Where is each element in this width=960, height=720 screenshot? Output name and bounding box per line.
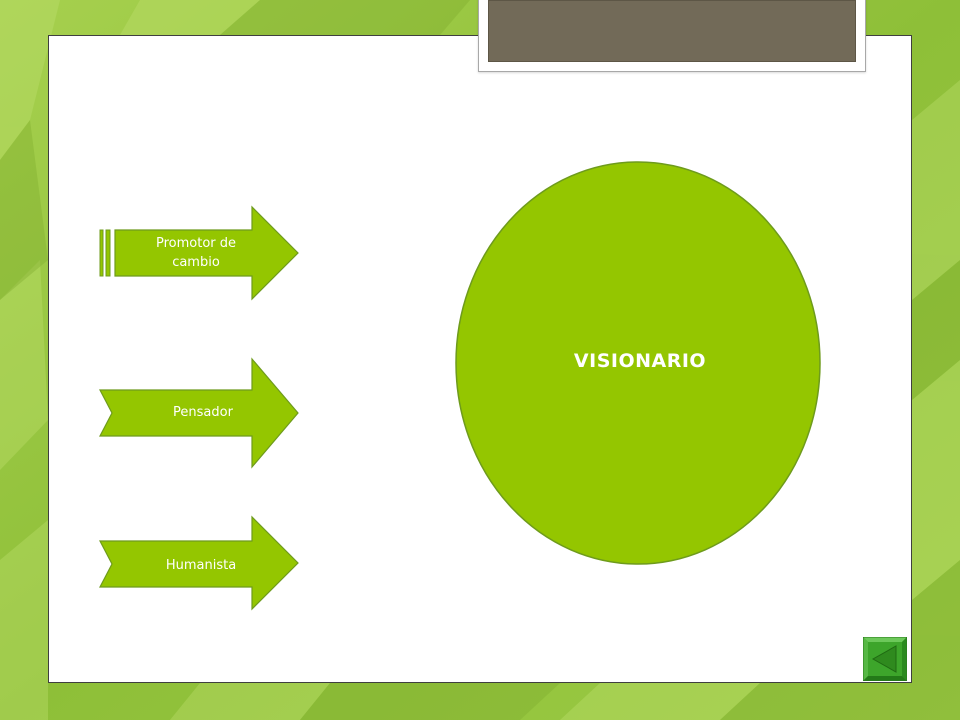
center-label: VISIONARIO <box>573 350 707 372</box>
arrow-tail-stripe <box>99 229 104 277</box>
arrow-humanista <box>99 515 299 611</box>
title-placeholder <box>488 0 856 62</box>
arrow-tail-stripe <box>105 229 111 277</box>
arrow-promotor-de-cambio <box>99 205 299 301</box>
arrow-pensador <box>99 357 299 469</box>
arrow-shape <box>114 205 299 301</box>
arrow-label-pensador: Pensador <box>173 405 233 420</box>
back-nav-button[interactable] <box>863 637 907 681</box>
visionario-circle <box>455 161 821 565</box>
arrow-label-promotor: Promotor de cambio <box>155 236 237 270</box>
triangle-left-icon <box>871 645 897 673</box>
arrow-label-humanista: Humanista <box>165 558 237 573</box>
